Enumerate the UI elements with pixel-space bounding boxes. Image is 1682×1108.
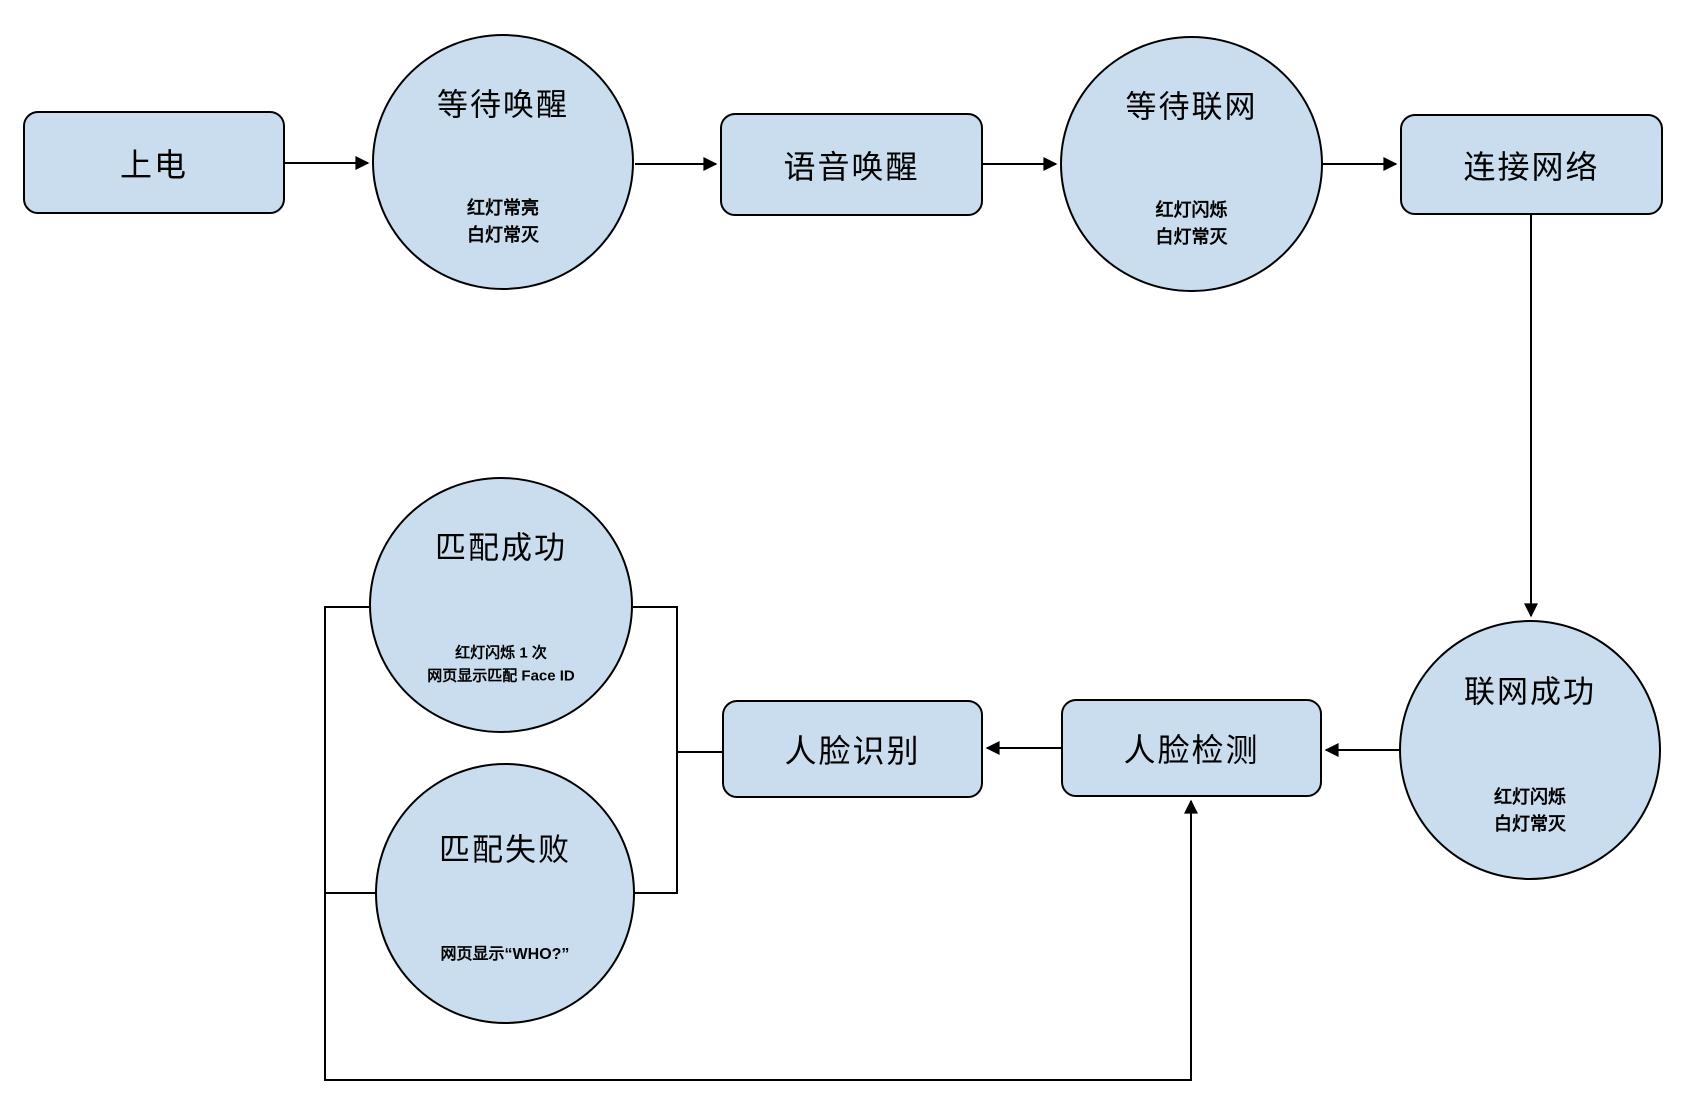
connector-match-results-bracket — [633, 606, 678, 894]
node-wait-network-label: 等待联网 — [1125, 89, 1258, 125]
status-line: 红灯闪烁 — [1155, 200, 1228, 221]
node-face-recognize: 人脸识别 — [722, 700, 983, 798]
node-network-success-subtext: 红灯闪烁 白灯常灭 — [1401, 784, 1659, 838]
node-match-fail-subtext: 网页显示“WHO?” — [377, 943, 633, 967]
node-wait-wake: 等待唤醒 红灯常亮 白灯常灭 — [372, 34, 634, 290]
status-line: 网页显示“WHO?” — [440, 946, 570, 964]
node-wait-wake-label: 等待唤醒 — [437, 87, 569, 123]
node-power-on: 上电 — [23, 111, 285, 214]
node-connect-network: 连接网络 — [1400, 114, 1663, 215]
node-network-success-label: 联网成功 — [1464, 674, 1596, 710]
node-voice-wake: 语音唤醒 — [720, 113, 983, 216]
status-line: 红灯闪烁 1 次 — [455, 644, 547, 662]
node-face-detect: 人脸检测 — [1061, 699, 1322, 797]
status-line: 红灯常亮 — [467, 198, 539, 219]
status-line: 红灯闪烁 — [1494, 787, 1566, 808]
node-match-fail-label: 匹配失败 — [439, 832, 571, 868]
node-match-success-subtext: 红灯闪烁 1 次 网页显示匹配 Face ID — [371, 643, 631, 688]
node-network-success: 联网成功 红灯闪烁 白灯常灭 — [1399, 620, 1661, 880]
node-voice-wake-label: 语音唤醒 — [783, 148, 920, 185]
node-match-success-label: 匹配成功 — [435, 530, 567, 566]
node-power-on-label: 上电 — [119, 146, 188, 183]
node-wait-wake-subtext: 红灯常亮 白灯常灭 — [374, 195, 632, 249]
status-line: 白灯常灭 — [1494, 814, 1566, 835]
node-face-detect-label: 人脸检测 — [1123, 732, 1260, 768]
node-connect-network-label: 连接网络 — [1463, 148, 1600, 185]
status-line: 白灯常灭 — [1155, 227, 1228, 248]
node-match-fail: 匹配失败 网页显示“WHO?” — [375, 763, 635, 1024]
node-wait-network-subtext: 红灯闪烁 白灯常灭 — [1062, 197, 1321, 251]
status-line: 网页显示匹配 Face ID — [427, 667, 575, 685]
status-line: 白灯常灭 — [467, 225, 539, 246]
node-wait-network: 等待联网 红灯闪烁 白灯常灭 — [1060, 36, 1323, 292]
node-face-recognize-label: 人脸识别 — [784, 733, 921, 769]
node-match-success: 匹配成功 红灯闪烁 1 次 网页显示匹配 Face ID — [369, 477, 633, 733]
